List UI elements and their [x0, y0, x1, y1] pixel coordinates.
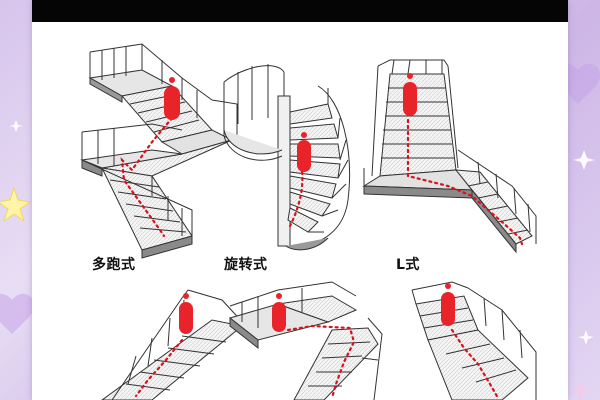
l-shape-path — [406, 118, 524, 246]
person-figure-icon — [403, 73, 417, 116]
caption-l-shape: L式 — [396, 257, 420, 273]
l-shape-staircase — [362, 59, 537, 254]
content-panel: 多跑式 旋转式 L式 — [32, 0, 568, 400]
multi-run-staircase — [80, 43, 238, 259]
caption-spiral: 旋转式 — [224, 257, 268, 273]
person-figure-icon — [441, 283, 455, 326]
person-figure-icon — [164, 77, 180, 120]
spiral-staircase — [223, 64, 351, 251]
switchback-path — [286, 324, 356, 400]
caption-multi-run: 多跑式 — [92, 257, 136, 273]
person-figure-icon — [179, 293, 193, 334]
straight-staircase-left — [101, 289, 247, 400]
heart-icon — [0, 293, 34, 334]
multi-run-path — [120, 116, 174, 238]
person-figure-icon — [272, 293, 286, 332]
person-figure-icon — [297, 132, 311, 172]
top-banner — [32, 0, 568, 22]
sparkle-star-icon — [569, 380, 591, 400]
stair-illustrations — [80, 43, 537, 400]
sparkle-star-icon — [0, 186, 32, 223]
winder-path — [450, 328, 500, 400]
sparkle-star-icon — [9, 120, 595, 345]
winder-staircase — [411, 281, 537, 400]
switchback-staircase — [228, 281, 383, 400]
straight-left-path — [134, 338, 184, 398]
